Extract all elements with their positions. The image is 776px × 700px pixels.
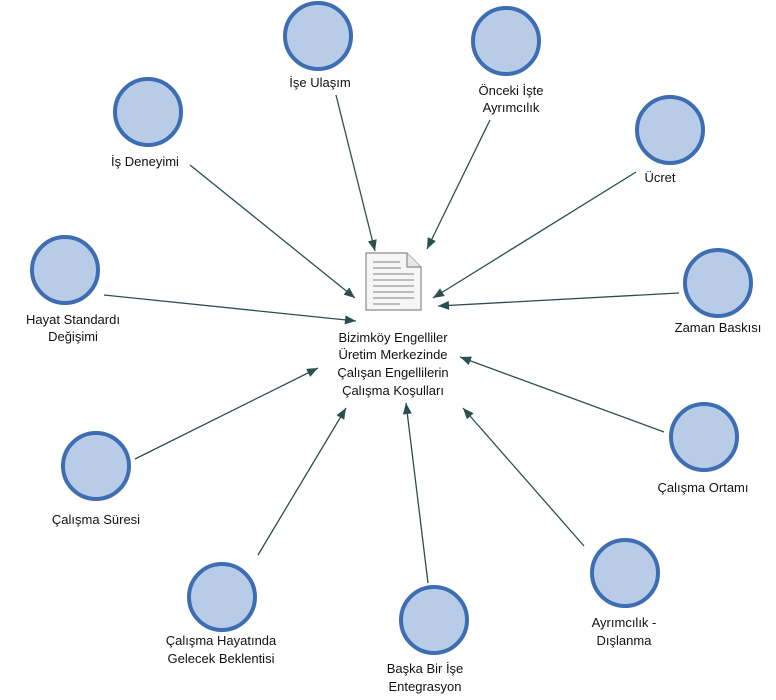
node-circle xyxy=(471,6,541,76)
arrowhead-icon xyxy=(463,408,474,420)
node-circle xyxy=(187,562,257,632)
center-label-line: Üretim Merkezinde xyxy=(338,347,447,362)
arrowhead-icon xyxy=(336,408,346,420)
node-label: Ayrımcılık xyxy=(483,100,540,115)
node-hayat-standardi[interactable]: Hayat Standardı Değişimi xyxy=(26,235,120,344)
node-zaman-baskisi[interactable]: Zaman Baskısı xyxy=(675,248,762,335)
node-circle xyxy=(113,77,183,147)
edge-hayat-standardi xyxy=(103,294,357,322)
edge-onceki-iste-ayrimcilik xyxy=(426,119,491,250)
edge-is-deneyimi xyxy=(189,164,356,299)
node-circle xyxy=(283,1,353,71)
arrowhead-icon xyxy=(343,287,355,298)
node-label: Zaman Baskısı xyxy=(675,320,762,335)
arrowhead-icon xyxy=(344,315,356,325)
node-label: Entegrasyon xyxy=(389,679,462,694)
node-circle xyxy=(30,235,100,305)
node-label: Çalışma Hayatında xyxy=(166,633,277,648)
arrowhead-icon xyxy=(402,403,412,415)
arrowhead-icon xyxy=(306,368,318,377)
center-document-icon xyxy=(365,252,422,311)
node-label: İş Deneyimi xyxy=(111,154,179,169)
node-label: Çalışma Süresi xyxy=(52,512,140,527)
node-is-deneyimi[interactable]: İş Deneyimi xyxy=(111,77,183,169)
node-calisma-ortami[interactable]: Çalışma Ortamı xyxy=(657,402,749,495)
node-label: Önceki İşte xyxy=(478,83,543,98)
edges-layer xyxy=(103,94,680,584)
center-label-line: Çalışma Koşulları xyxy=(342,383,444,398)
arrowhead-icon xyxy=(367,239,377,251)
node-label: Hayat Standardı xyxy=(26,312,120,327)
center-label: Bizimköy Engelliler Üretim Merkezinde Ça… xyxy=(337,330,448,398)
edge-ayrimcilik-dislanma xyxy=(462,407,585,547)
node-label: Gelecek Beklentisi xyxy=(168,651,275,666)
node-label: Değişimi xyxy=(48,329,98,344)
node-gelecek-beklentisi[interactable]: Çalışma Hayatında Gelecek Beklentisi xyxy=(166,562,277,666)
edge-calisma-ortami xyxy=(459,356,665,433)
node-circle xyxy=(590,538,660,608)
arrowhead-icon xyxy=(427,237,436,249)
edge-ise-ulasim xyxy=(335,94,376,252)
node-calisma-suresi[interactable]: Çalışma Süresi xyxy=(52,431,140,527)
node-label: Çalışma Ortamı xyxy=(657,480,748,495)
edge-calisma-suresi xyxy=(134,367,319,460)
center-label-line: Bizimköy Engelliler xyxy=(338,330,448,345)
node-label: Ayrımcılık - xyxy=(592,615,657,630)
node-label: İşe Ulaşım xyxy=(289,75,350,90)
node-baska-bir-ise-entegrasyon[interactable]: Başka Bir İşe Entegrasyon xyxy=(387,585,469,694)
node-ucret[interactable]: Ücret xyxy=(635,95,705,185)
arrowhead-icon xyxy=(460,356,472,366)
node-circle xyxy=(669,402,739,472)
edge-gelecek-beklentisi xyxy=(257,407,347,556)
node-ise-ulasim[interactable]: İşe Ulaşım xyxy=(283,1,353,90)
node-label: Ücret xyxy=(644,170,675,185)
node-circle xyxy=(683,248,753,318)
node-circle xyxy=(399,585,469,655)
edge-ucret xyxy=(432,171,637,299)
arrowhead-icon xyxy=(433,288,445,298)
edge-zaman-baskisi xyxy=(437,292,680,307)
node-label: Dışlanma xyxy=(597,633,653,648)
arrowhead-icon xyxy=(438,300,450,310)
node-circle xyxy=(61,431,131,501)
node-onceki-iste-ayrimcilik[interactable]: Önceki İşte Ayrımcılık xyxy=(471,6,544,115)
center-label-line: Çalışan Engellilerin xyxy=(337,365,448,380)
node-label: Başka Bir İşe xyxy=(387,661,464,676)
edge-baska-bir-ise-entegrasyon xyxy=(405,402,429,584)
node-ayrimcilik-dislanma[interactable]: Ayrımcılık - Dışlanma xyxy=(590,538,660,648)
node-circle xyxy=(635,95,705,165)
